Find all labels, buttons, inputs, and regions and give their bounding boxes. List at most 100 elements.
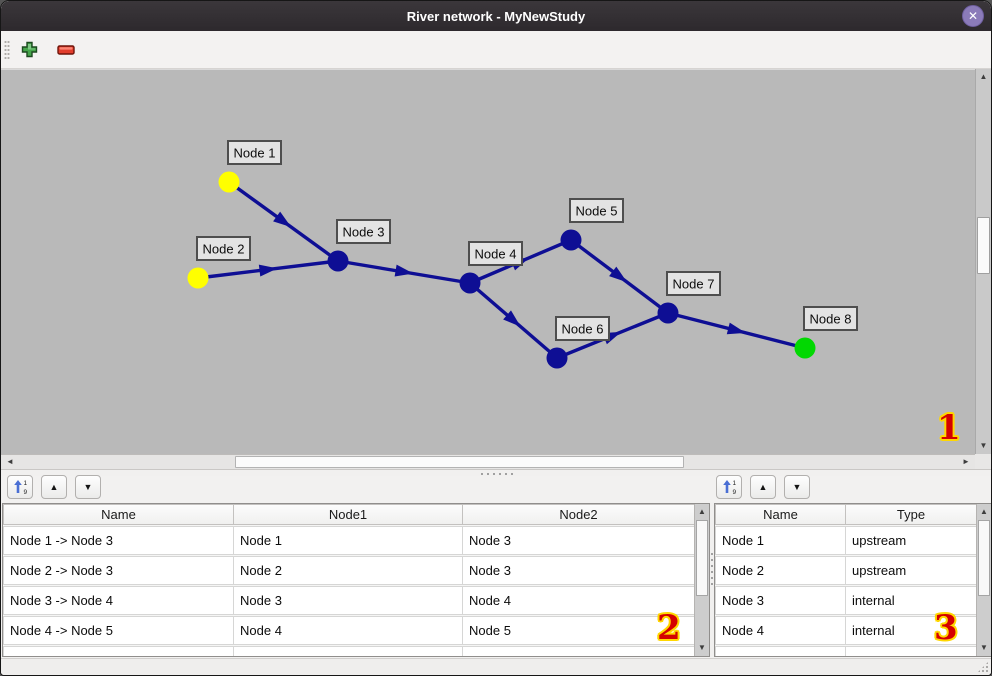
- window-title: River network - MyNewStudy: [406, 8, 586, 24]
- canvas-vscroll-thumb[interactable]: [977, 217, 990, 274]
- table-cell[interactable]: Node 2: [234, 556, 463, 585]
- table-cell[interactable]: Node 3: [234, 586, 463, 615]
- horizontal-splitter[interactable]: [1, 469, 991, 476]
- node-node-1[interactable]: [218, 171, 240, 193]
- table-row[interactable]: [715, 646, 991, 656]
- nodes-table-scrollbar[interactable]: ▲ ▼: [976, 504, 991, 656]
- table-cell[interactable]: [463, 646, 695, 656]
- splitter-grip-icon[interactable]: [479, 472, 517, 476]
- scroll-right-icon[interactable]: ►: [962, 457, 970, 466]
- scroll-left-icon[interactable]: ◄: [6, 457, 14, 466]
- table-cell[interactable]: internal: [846, 586, 977, 615]
- column-header-node2[interactable]: Node2: [463, 504, 695, 525]
- table-cell[interactable]: [715, 646, 846, 656]
- add-node-button[interactable]: [19, 40, 39, 60]
- down-icon: ▼: [792, 482, 802, 492]
- edges-table-scrollbar[interactable]: ▲ ▼: [694, 504, 709, 656]
- node-node-6[interactable]: [546, 347, 568, 369]
- node-node-7[interactable]: [657, 302, 679, 324]
- table-cell[interactable]: Node 3 -> Node 4: [3, 586, 234, 615]
- table-cell[interactable]: Node 4: [463, 586, 695, 615]
- table-cell[interactable]: Node 5: [463, 616, 695, 645]
- table-cell[interactable]: Node 2 -> Node 3: [3, 556, 234, 585]
- table-cell[interactable]: Node 1: [234, 526, 463, 555]
- svg-text:9: 9: [23, 489, 27, 495]
- node-node-3[interactable]: [327, 250, 349, 272]
- nodes-scroll-thumb[interactable]: [978, 520, 990, 596]
- table-cell[interactable]: [3, 646, 234, 656]
- node-label-box: [468, 241, 523, 266]
- table-cell[interactable]: Node 3: [463, 526, 695, 555]
- table-cell[interactable]: [846, 646, 977, 656]
- status-bar: [1, 658, 991, 675]
- table-cell[interactable]: Node 4: [234, 616, 463, 645]
- node-node-4[interactable]: [459, 272, 481, 294]
- table-row[interactable]: [3, 646, 709, 656]
- up-icon: ▲: [49, 482, 59, 492]
- move-node-down-button[interactable]: ▼: [784, 475, 810, 499]
- sort-edges-button[interactable]: 1 9: [7, 475, 33, 499]
- table-cell[interactable]: internal: [846, 616, 977, 645]
- scroll-down-icon[interactable]: ▼: [980, 643, 988, 652]
- sort-ascending-icon: 1 9: [13, 480, 27, 495]
- resize-grip-icon[interactable]: [977, 661, 989, 673]
- canvas-vertical-scrollbar[interactable]: ▲ ▼: [975, 69, 991, 454]
- table-cell[interactable]: upstream: [846, 526, 977, 555]
- node-label-box: [666, 271, 721, 296]
- canvas-horizontal-scrollbar[interactable]: ◄ ►: [1, 454, 975, 469]
- splitter-grip-icon[interactable]: [710, 551, 714, 585]
- close-button[interactable]: ✕: [962, 5, 984, 27]
- table-cell[interactable]: Node 1 -> Node 3: [3, 526, 234, 555]
- table-cell[interactable]: [234, 646, 463, 656]
- canvas-hscroll-thumb[interactable]: [235, 456, 684, 468]
- table-cell[interactable]: Node 4 -> Node 5: [3, 616, 234, 645]
- svg-text:9: 9: [732, 489, 736, 495]
- column-header-node1[interactable]: Node1: [234, 504, 463, 525]
- table-cell[interactable]: Node 1: [715, 526, 846, 555]
- scroll-up-icon[interactable]: ▲: [698, 507, 706, 516]
- table-cell[interactable]: upstream: [846, 556, 977, 585]
- vertical-splitter[interactable]: [710, 503, 714, 657]
- scrollbar-corner: [975, 454, 991, 469]
- scroll-down-icon[interactable]: ▼: [979, 441, 988, 450]
- edges-scroll-thumb[interactable]: [696, 520, 708, 596]
- remove-node-button[interactable]: [56, 40, 76, 60]
- move-edge-up-button[interactable]: ▲: [41, 475, 67, 499]
- close-icon: ✕: [967, 9, 979, 23]
- toolbar-drag-handle[interactable]: [4, 40, 10, 60]
- node-label-box: [569, 198, 624, 223]
- node-node-2[interactable]: [187, 267, 209, 289]
- node-node-8[interactable]: [794, 337, 816, 359]
- scroll-up-icon[interactable]: ▲: [979, 72, 988, 81]
- table-cell[interactable]: Node 3: [463, 556, 695, 585]
- scroll-down-icon[interactable]: ▼: [698, 643, 706, 652]
- sort-nodes-button[interactable]: 1 9: [716, 475, 742, 499]
- node-label: Node 2: [203, 242, 245, 257]
- column-header-name[interactable]: Name: [3, 504, 234, 525]
- move-node-up-button[interactable]: ▲: [750, 475, 776, 499]
- table-cell[interactable]: Node 4: [715, 616, 846, 645]
- scroll-up-icon[interactable]: ▲: [980, 507, 988, 516]
- node-label: Node 4: [475, 247, 517, 262]
- table-cell[interactable]: Node 2: [715, 556, 846, 585]
- move-edge-down-button[interactable]: ▼: [75, 475, 101, 499]
- table-cell[interactable]: Node 3: [715, 586, 846, 615]
- node-node-5[interactable]: [560, 229, 582, 251]
- minus-icon: [57, 44, 75, 55]
- column-header-type[interactable]: Type: [846, 504, 977, 525]
- node-label: Node 6: [562, 322, 604, 337]
- title-bar[interactable]: River network - MyNewStudy ✕: [1, 1, 991, 31]
- column-header-name[interactable]: Name: [715, 504, 846, 525]
